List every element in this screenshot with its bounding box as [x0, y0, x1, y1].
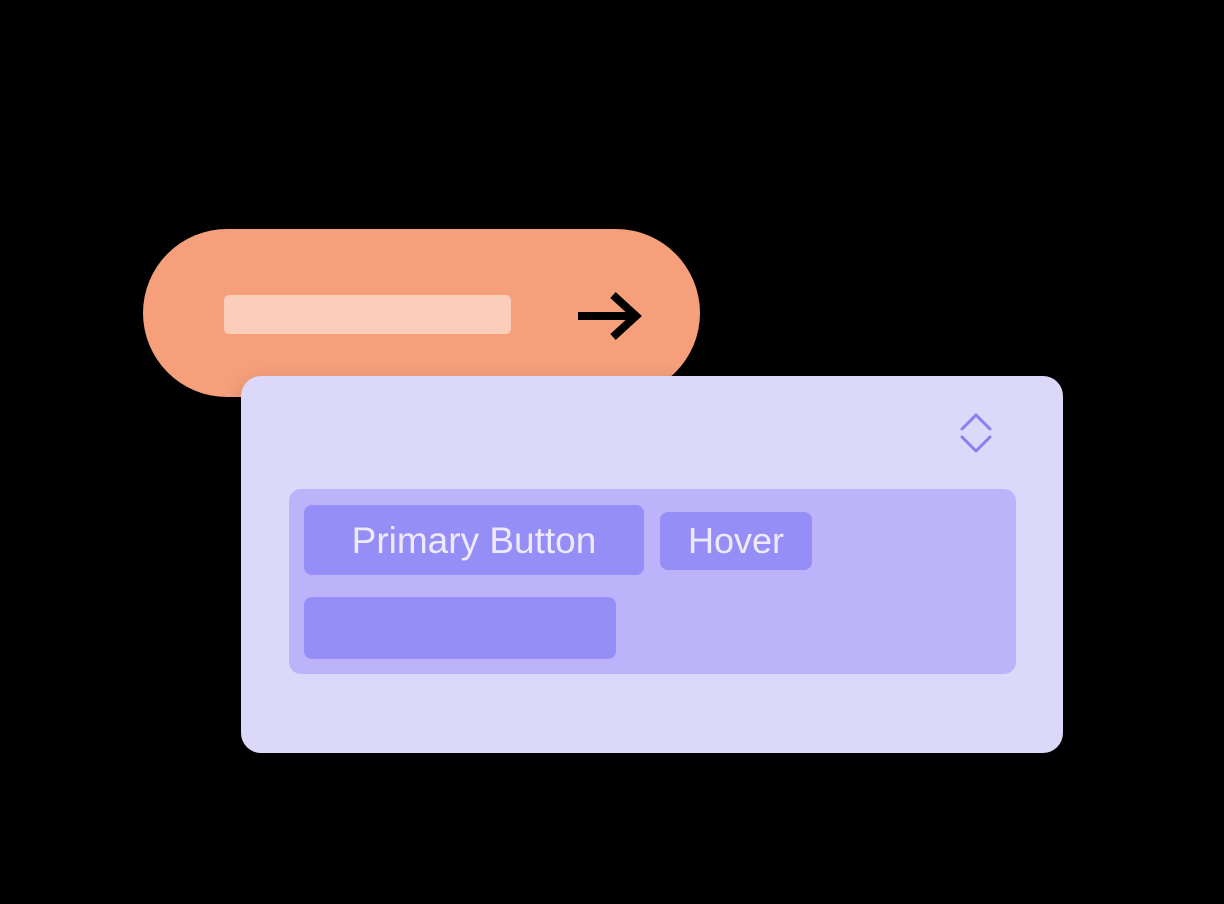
text-input-bar[interactable]	[224, 295, 511, 334]
button-showcase-panel: Primary Button Hover	[289, 489, 1016, 674]
button-row: Primary Button Hover	[304, 505, 812, 575]
arrow-right-icon[interactable]	[576, 291, 642, 341]
primary-button[interactable]: Primary Button	[304, 505, 644, 575]
chevron-up-down-icon[interactable]	[958, 410, 994, 456]
orange-pill-panel	[143, 229, 700, 397]
hover-state-button[interactable]: Hover	[660, 512, 812, 570]
placeholder-block[interactable]	[304, 597, 616, 659]
component-preview-card: Primary Button Hover	[241, 376, 1063, 753]
